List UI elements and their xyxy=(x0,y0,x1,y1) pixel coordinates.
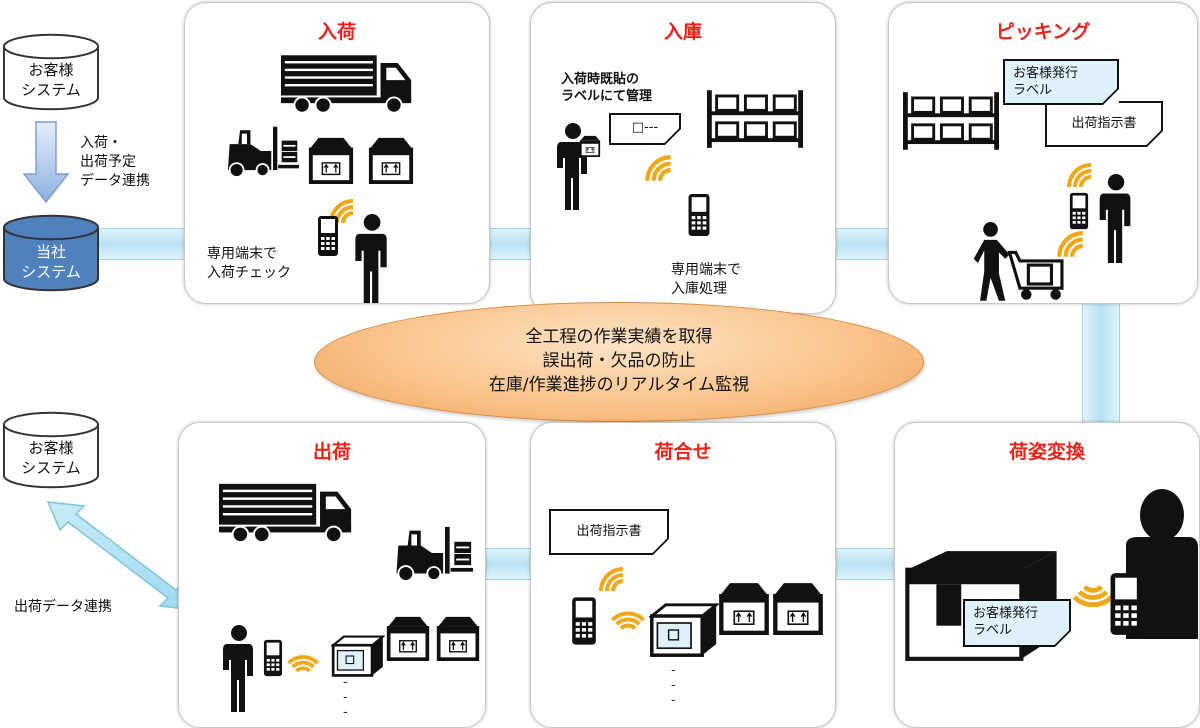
nisugata-customer-label-card: お客様発行 ラベル xyxy=(963,599,1071,647)
handheld-terminal-icon xyxy=(317,215,339,257)
center-message-line3: 在庫/作業進捗のリアルタイム監視 xyxy=(488,375,750,395)
nyuko-terminal-label: 専用端末で 入庫処理 xyxy=(671,261,741,299)
outbound-data-label: 出荷データ連携 xyxy=(14,599,112,615)
picking-instruction-text: 出荷指示書 xyxy=(1071,116,1137,131)
dash: - xyxy=(671,678,676,693)
our-system-line2: システム xyxy=(21,263,81,281)
inbound-data-line3: データ連携 xyxy=(80,173,150,189)
small-box-icon xyxy=(579,135,601,157)
nyuka-terminal-label-line1: 専用端末で xyxy=(207,246,277,262)
signal-icon xyxy=(607,599,649,641)
connector-nyuka-to-nyuko xyxy=(488,228,532,260)
niawase-instruction-text: 出荷指示書 xyxy=(576,524,642,539)
worker-icon xyxy=(349,213,391,304)
dash: - xyxy=(671,693,676,708)
customer-system-top-line1: お客様 xyxy=(28,61,74,79)
handheld-terminal-icon xyxy=(571,595,597,647)
dash: - xyxy=(343,705,348,720)
continuation-dashes: - - - xyxy=(343,675,348,720)
handheld-terminal-icon xyxy=(687,193,711,237)
dash: - xyxy=(671,663,676,678)
stage-panel-picking: ピッキング 出荷指示書 お客様発行 ラベル xyxy=(888,2,1198,304)
handheld-terminal-icon xyxy=(1109,569,1143,639)
stage-title-nyuko: 入庫 xyxy=(663,21,702,43)
picking-customer-label-line1: お客様発行 xyxy=(1013,66,1079,81)
stage-title-nyuka: 入荷 xyxy=(317,21,356,43)
our-system-line1: 当社 xyxy=(35,243,66,261)
center-message: 全工程の作業実績を取得 誤出荷・欠品の防止 在庫/作業進捗のリアルタイム監視 xyxy=(314,302,924,422)
worker-with-cart-icon xyxy=(973,221,1069,304)
box-icon xyxy=(771,579,825,637)
inbound-data-line2: 出荷予定 xyxy=(80,154,136,170)
box-icon xyxy=(435,613,481,663)
signal-icon xyxy=(643,153,675,185)
labeled-box-icon xyxy=(649,601,719,659)
nyuko-terminal-label-line1: 専用端末で xyxy=(671,262,741,278)
stage-panel-nyuko: 入庫 入荷時既貼の ラベルにて管理 □--- 専用端末で 入庫処理 xyxy=(530,2,836,314)
customer-system-top-line2: システム xyxy=(21,81,81,99)
stage-title-niawase: 荷合せ xyxy=(654,441,712,463)
inbound-data-line1: 入荷・ xyxy=(80,135,122,151)
nisugata-customer-label-line1: お客様発行 xyxy=(973,606,1039,621)
dash: - xyxy=(343,675,348,690)
worker-icon xyxy=(1093,173,1135,265)
nisugata-customer-label-line2: ラベル xyxy=(973,623,1013,638)
center-message-line2: 誤出荷・欠品の防止 xyxy=(542,351,696,371)
nyuko-terminal-label-line2: 入庫処理 xyxy=(671,281,727,297)
handheld-terminal-icon xyxy=(1069,191,1089,231)
picking-instruction-card: 出荷指示書 xyxy=(1045,101,1163,147)
down-arrow-icon xyxy=(22,121,70,204)
signal-icon xyxy=(283,643,323,683)
signal-icon xyxy=(597,565,627,595)
truck-icon xyxy=(219,481,355,545)
connector-picking-to-nisugata xyxy=(1082,300,1120,428)
forklift-icon xyxy=(389,523,473,583)
nyuko-note: 入荷時既貼の ラベルにて管理 xyxy=(561,71,652,105)
connector-nisugata-to-niawase xyxy=(834,548,898,580)
nyuko-note-line2: ラベルにて管理 xyxy=(561,89,653,104)
stage-panel-shukka: 出荷 - - - xyxy=(178,422,486,728)
customer-system-bottom: お客様 システム xyxy=(2,408,100,492)
niawase-instruction-card: 出荷指示書 xyxy=(549,509,669,555)
signal-icon xyxy=(1065,161,1095,191)
customer-system-bottom-line2: システム xyxy=(21,459,81,477)
nyuka-terminal-label-line2: 入荷チェック xyxy=(207,265,291,281)
stage-title-picking: ピッキング xyxy=(995,21,1091,43)
connector-system-to-nyuka xyxy=(96,228,190,260)
handheld-terminal-icon xyxy=(263,639,283,677)
continuation-dashes: - - - xyxy=(671,663,676,708)
stage-panel-nyuka: 入荷 専用端末で 入荷チェック xyxy=(184,2,490,304)
customer-system-bottom-line1: お客様 xyxy=(28,439,74,457)
nyuka-terminal-label: 専用端末で 入荷チェック xyxy=(207,245,291,283)
stage-title-nisugata: 荷姿変換 xyxy=(1008,441,1085,463)
nyuko-label-card: □--- xyxy=(609,113,681,145)
shelf-icon xyxy=(903,89,999,153)
inbound-data-label: 入荷・ 出荷予定 データ連携 xyxy=(80,134,150,191)
shelf-icon xyxy=(707,89,803,149)
stage-panel-niawase: 荷合せ 出荷指示書 - - - xyxy=(530,422,836,728)
center-message-line1: 全工程の作業実績を取得 xyxy=(525,327,713,347)
dash: - xyxy=(343,690,348,705)
picking-customer-label-line2: ラベル xyxy=(1013,83,1053,98)
truck-icon xyxy=(281,53,415,115)
box-icon xyxy=(385,613,431,663)
customer-system-top: お客様 システム xyxy=(2,30,100,114)
labeled-box-icon xyxy=(331,633,385,679)
stage-panel-nisugata: 荷姿変換 お客様発行 ラベル xyxy=(894,422,1200,728)
connector-nyuko-to-picking xyxy=(834,228,890,260)
picking-customer-label-card: お客様発行 ラベル xyxy=(1003,59,1119,105)
stage-title-shukka: 出荷 xyxy=(312,441,351,463)
forklift-icon xyxy=(221,123,299,179)
our-system: 当社 システム xyxy=(2,210,100,296)
box-icon xyxy=(717,579,771,637)
nyuko-label-card-text: □--- xyxy=(631,120,659,135)
nyuko-note-line1: 入荷時既貼の xyxy=(561,72,640,87)
worker-icon xyxy=(217,619,257,719)
connector-niawase-to-shukka xyxy=(484,548,536,580)
box-icon xyxy=(367,135,415,185)
box-icon xyxy=(307,135,355,185)
